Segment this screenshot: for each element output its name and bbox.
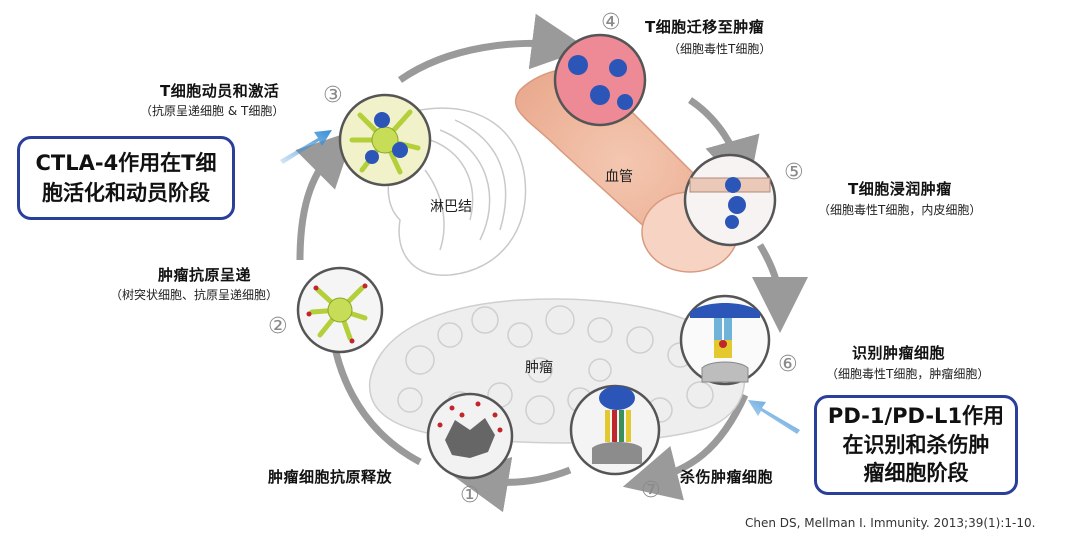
lymph-node (387, 107, 527, 276)
lymph-node-label: 淋巴结 (430, 199, 472, 215)
ctla4-callout-line-1: CTLA-4作用在T细 (35, 150, 217, 175)
pd1-callout-line-1: PD-1/PD-L1作用 (827, 404, 1005, 429)
step1-antigen-release-circle (426, 392, 514, 480)
pd1-callout-line-2: 在识别和杀伤肿 (842, 432, 990, 457)
step-5-title: T细胞浸润肿瘤 (848, 180, 952, 198)
step-4-title: T细胞迁移至肿瘤 (645, 18, 765, 36)
ctla4-callout-line-2: 胞活化和动员阶段 (42, 181, 210, 205)
step-3-number: ③ (323, 83, 343, 108)
ctla4-callout-box: CTLA-4作用在T细 胞活化和动员阶段 (17, 136, 235, 220)
step3-t-cell-activation-circle (338, 93, 432, 187)
pd1-pointer-arrow (748, 400, 800, 434)
step2-antigen-presentation-circle (296, 266, 384, 354)
step6-recognition-circle (679, 294, 771, 386)
blood-vessel-label: 血管 (605, 169, 633, 185)
step-3-subtitle: （抗原呈递细胞 & T细胞） (140, 104, 285, 118)
step-4-number: ④ (601, 10, 621, 35)
step-2-subtitle: （树突状细胞、抗原呈递细胞） (110, 288, 279, 302)
step-7-title: 杀伤肿瘤细胞 (680, 468, 774, 486)
step-7-number: ⑦ (641, 478, 661, 503)
step-3-title: T细胞动员和激活 (160, 82, 280, 100)
step-6-title: 识别肿瘤细胞 (852, 344, 946, 362)
ctla4-pointer-arrow (280, 130, 332, 164)
step-1-title: 肿瘤细胞抗原释放 (268, 468, 393, 486)
step-2-title: 肿瘤抗原呈递 (158, 266, 252, 284)
pd1-callout-box: PD-1/PD-L1作用 在识别和杀伤肿 瘤细胞阶段 (814, 395, 1018, 495)
tumor-label: 肿瘤 (525, 360, 553, 376)
step-6-number: ⑥ (778, 352, 798, 377)
pd1-callout-line-3: 瘤细胞阶段 (863, 461, 969, 486)
step5-t-cell-infiltration-circle (683, 153, 777, 247)
step7-killing-circle (569, 384, 661, 476)
step-6-subtitle: （细胞毒性T细胞，肿瘤细胞） (826, 367, 990, 381)
step-1-number: ① (460, 483, 480, 508)
step-2-number: ② (268, 314, 288, 339)
citation-text: Chen DS, Mellman I. Immunity. 2013;39(1)… (745, 516, 1036, 530)
step-4-subtitle: （细胞毒性T细胞） (668, 42, 772, 56)
step-5-number: ⑤ (784, 160, 804, 185)
step-5-subtitle: （细胞毒性T细胞，内皮细胞） (818, 203, 982, 217)
step4-t-cell-trafficking-circle (553, 33, 647, 127)
